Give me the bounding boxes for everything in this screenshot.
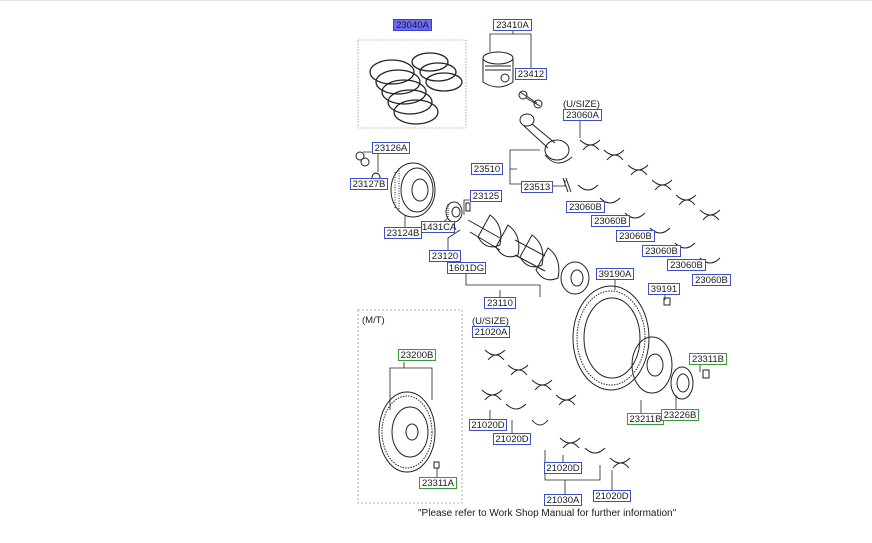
- callout-39190A[interactable]: 39190A: [596, 268, 634, 280]
- callout-21020A[interactable]: 21020A: [472, 326, 510, 338]
- flywheel-illustration: [572, 285, 710, 400]
- callout-23060B-5[interactable]: 23060B: [667, 259, 706, 271]
- callout-23127B[interactable]: 23127B: [350, 178, 388, 190]
- crankshaft-illustration: [467, 214, 590, 295]
- usize-label-upper: (U/SIZE): [563, 99, 600, 110]
- footnote: "Please refer to Work Shop Manual for fu…: [418, 508, 677, 519]
- callout-23060B-3[interactable]: 23060B: [616, 230, 655, 242]
- callout-23226B[interactable]: 23226B: [661, 409, 699, 421]
- callout-23211B[interactable]: 23211B: [627, 413, 664, 425]
- callout-23060B-2[interactable]: 23060B: [591, 215, 630, 227]
- mt-label: (M/T): [362, 315, 385, 326]
- callout-23060B-1[interactable]: 23060B: [566, 201, 605, 213]
- sprocket-illustration: [445, 201, 471, 223]
- callout-1601DG[interactable]: 1601DG: [447, 262, 486, 274]
- callout-23110[interactable]: 23110: [484, 297, 516, 309]
- callout-23412[interactable]: 23412: [515, 68, 547, 80]
- callout-21020D-1[interactable]: 21020D: [469, 419, 507, 431]
- callout-23040A[interactable]: 23040A: [393, 19, 432, 31]
- callout-23311A[interactable]: 23311A: [419, 477, 457, 489]
- top-border: [0, 0, 872, 1]
- callout-23311B[interactable]: 23311B: [689, 353, 727, 365]
- callout-21020D-3[interactable]: 21020D: [544, 462, 582, 474]
- piston-rings-illustration: [369, 52, 463, 125]
- damper-pulley-illustration: [355, 151, 436, 218]
- callout-23124B[interactable]: 23124B: [384, 227, 422, 239]
- callout-23510[interactable]: 23510: [471, 163, 503, 175]
- callout-23126A[interactable]: 23126A: [372, 142, 410, 154]
- callout-23060B-6[interactable]: 23060B: [692, 274, 731, 286]
- callout-23200B[interactable]: 23200B: [398, 349, 436, 361]
- callout-23125[interactable]: 23125: [470, 190, 502, 202]
- callout-23410A[interactable]: 23410A: [493, 19, 532, 31]
- piston-illustration: [482, 51, 543, 109]
- usize-label-lower: (U/SIZE): [472, 316, 509, 327]
- callout-1431CA[interactable]: 1431CA: [421, 221, 457, 233]
- callout-23513[interactable]: 23513: [521, 181, 553, 193]
- upper-bearings-illustration: [577, 139, 721, 264]
- callout-23120[interactable]: 23120: [429, 250, 461, 262]
- lower-bearings-illustration: [481, 349, 631, 469]
- callout-23060B-4[interactable]: 23060B: [642, 245, 681, 257]
- callout-23060A[interactable]: 23060A: [563, 109, 602, 121]
- callout-21020D-4[interactable]: 21020D: [593, 490, 631, 502]
- mt-dashed-box: [357, 309, 463, 504]
- connecting-rod-illustration: [519, 113, 573, 193]
- callout-21030A[interactable]: 21030A: [544, 494, 582, 506]
- callout-21020D-2[interactable]: 21020D: [493, 433, 531, 445]
- callout-39191[interactable]: 39191: [648, 283, 680, 295]
- mt-flywheel-illustration: [378, 391, 440, 473]
